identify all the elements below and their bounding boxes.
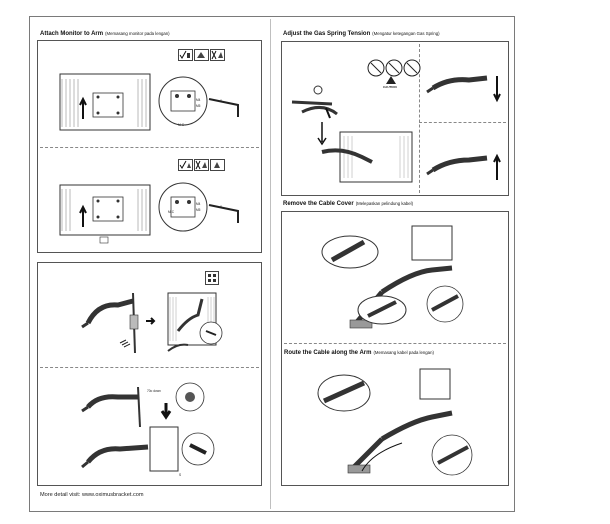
mount-divider (40, 367, 259, 368)
seventy-degree-label: 70o down (147, 389, 161, 393)
route-cable-title: Route the Cable along the Arm(Memasang k… (284, 350, 434, 356)
grid-icon (205, 271, 219, 285)
remove-cover-title: Remove the Cable Cover(Melepaskan pelind… (283, 201, 413, 207)
m5-label: M5 (196, 104, 201, 108)
attach-title-text: Attach Monitor to Arm (40, 31, 104, 37)
attach-step1-drawing (59, 73, 239, 131)
gas-updown-drawing (426, 75, 501, 180)
gas-spring-title: Adjust the Gas Spring Tension(Mengatur k… (283, 31, 440, 37)
route-title-text: Route the Cable along the Arm (284, 350, 372, 356)
attach-step2-drawing (59, 182, 239, 244)
route-subtitle-text: (Memasang kabel pada lengan) (373, 350, 434, 355)
mount-step1-drawing (81, 292, 223, 354)
gas-hdivider (419, 122, 506, 123)
instruction-sheet: Attach Monitor to Arm(Memasang monitor p… (29, 16, 515, 512)
s-label: S (179, 473, 182, 477)
ok-icon (178, 49, 193, 61)
column-divider (270, 19, 271, 509)
route-cable-drawing (317, 368, 473, 476)
gas-spring-panel: CAUTION (281, 41, 509, 196)
x-icon-2 (194, 159, 209, 171)
m4-label: M4 (196, 98, 201, 102)
m5-label-2: M5 (196, 208, 201, 212)
monitor-icon-2 (210, 159, 225, 171)
caution-label: CAUTION (383, 85, 397, 89)
mc-label: M-C (178, 123, 185, 127)
mount-step2-drawing (81, 382, 215, 472)
attach-panel: M4 M5 M-C K (37, 40, 262, 253)
m4-label-2: M4 (196, 202, 201, 206)
attach-monitor-title: Attach Monitor to Arm(Memasang monitor p… (40, 31, 170, 37)
k-label-2: K (220, 205, 223, 209)
cable-panel: Route the Cable along the Arm(Memasang k… (281, 211, 509, 486)
attach-subtitle-text: (Memasang monitor pada lengan) (105, 31, 170, 36)
caution-icons (367, 59, 421, 84)
ok-monitor-icon (194, 49, 209, 61)
cover-title-text: Remove the Cable Cover (283, 201, 354, 207)
mc-label-2: M-C (168, 210, 175, 214)
mount-panel: 70o down S (37, 262, 262, 486)
gas-subtitle-text: (Mengatur ketegangan Gas Spring) (372, 31, 440, 36)
gas-vdivider (419, 44, 420, 193)
gas-title-text: Adjust the Gas Spring Tension (283, 31, 371, 37)
cable-divider (284, 343, 506, 344)
gas-tension-drawing (291, 85, 413, 183)
ok-icon-2 (178, 159, 193, 171)
x-icon (210, 49, 225, 61)
cover-subtitle-text: (Melepaskan pelindung kabel) (355, 201, 414, 206)
k-label: K (220, 99, 223, 103)
footer-link[interactable]: More detail visit: www.oximusbracket.com (40, 492, 144, 498)
panel-divider (40, 147, 259, 148)
remove-cover-drawing (321, 225, 464, 329)
